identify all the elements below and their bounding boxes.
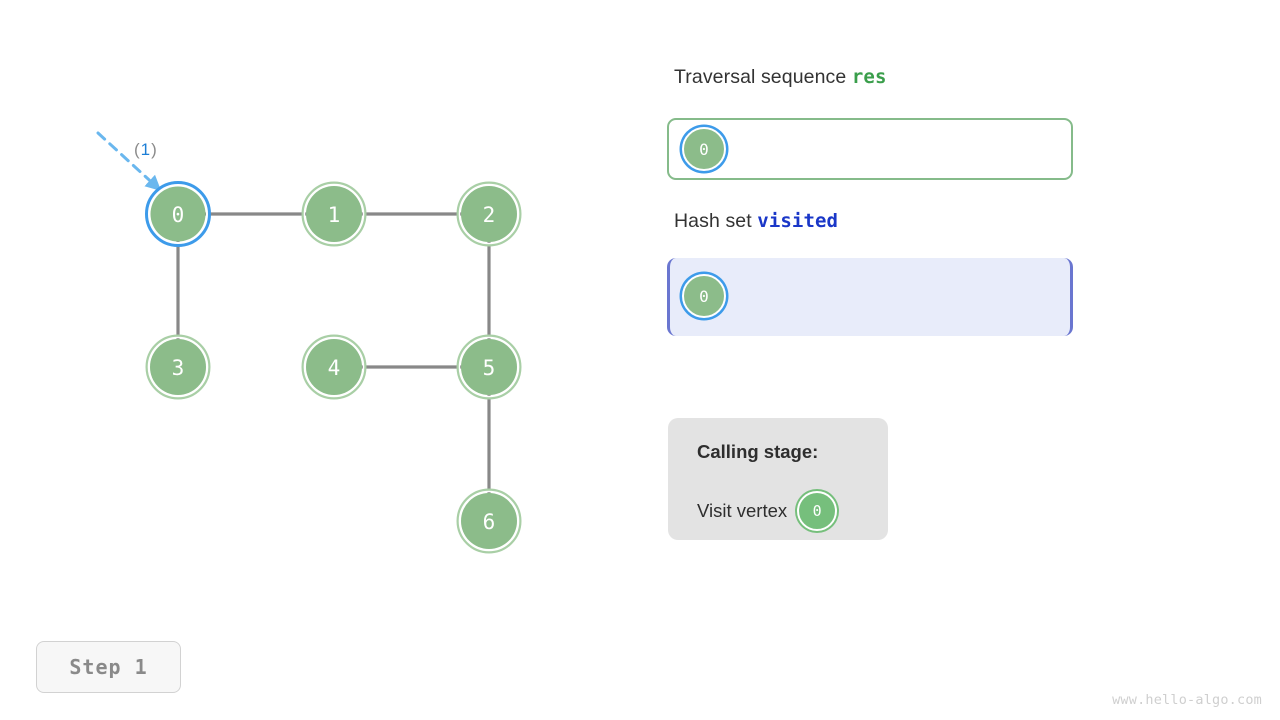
calling-stage-action-label: Visit vertex xyxy=(697,500,788,521)
graph-node-5[interactable]: 5 xyxy=(456,334,522,400)
graph-nodes: 0 1 2 3 xyxy=(145,181,522,554)
graph-canvas: (1) 0 1 2 xyxy=(96,131,522,554)
graph-node-3-label: 3 xyxy=(172,356,185,380)
calling-stage-card: Calling stage: Visit vertex 0 xyxy=(668,418,888,540)
annotation-label: (1) xyxy=(134,140,157,159)
annotation-close-paren: ) xyxy=(151,140,157,159)
graph-node-4-label: 4 xyxy=(328,356,341,380)
graph-node-4[interactable]: 4 xyxy=(301,334,367,400)
visited-set-item[interactable]: 0 xyxy=(682,274,726,318)
graph-node-0-label: 0 xyxy=(172,203,185,227)
state-panel: Traversal sequence res 0 Hash set visite… xyxy=(667,0,1227,720)
graph-node-1-label: 1 xyxy=(328,203,341,227)
calling-stage-row: Visit vertex 0 xyxy=(697,491,838,531)
visited-set-box: 0 xyxy=(667,258,1073,336)
pointer-arrow-icon xyxy=(96,131,162,192)
watermark: www.hello-algo.com xyxy=(1112,692,1262,708)
traversal-sequence-heading: Traversal sequence res xyxy=(674,66,887,89)
visited-set-heading: Hash set visited xyxy=(674,210,838,233)
traversal-sequence-variable-name: res xyxy=(851,66,887,88)
step-badge: Step 1 xyxy=(36,641,181,693)
annotation-open-paren: ( xyxy=(134,140,140,159)
annotation-number: 1 xyxy=(141,140,150,159)
traversal-sequence-heading-text: Traversal sequence xyxy=(674,66,847,88)
calling-stage-vertex-token: 0 xyxy=(797,491,838,531)
traversal-sequence-item[interactable]: 0 xyxy=(682,127,726,171)
traversal-sequence-item-label: 0 xyxy=(682,127,726,171)
graph-node-0[interactable]: 0 xyxy=(145,181,211,247)
graph-node-3[interactable]: 3 xyxy=(145,334,211,400)
graph-visualization-panel: (1) 0 1 2 xyxy=(0,0,640,640)
visited-set-variable-name: visited xyxy=(757,210,839,232)
graph-node-5-label: 5 xyxy=(483,356,496,380)
graph-node-2-label: 2 xyxy=(483,203,496,227)
calling-stage-title: Calling stage: xyxy=(697,441,819,462)
traversal-sequence-box: 0 xyxy=(667,118,1073,180)
graph-node-6-label: 6 xyxy=(483,510,496,534)
graph-node-1[interactable]: 1 xyxy=(301,181,367,247)
graph-node-6[interactable]: 6 xyxy=(456,488,522,554)
graph-node-2[interactable]: 2 xyxy=(456,181,522,247)
visited-set-item-label: 0 xyxy=(682,274,726,318)
visited-set-heading-text: Hash set xyxy=(674,210,752,232)
